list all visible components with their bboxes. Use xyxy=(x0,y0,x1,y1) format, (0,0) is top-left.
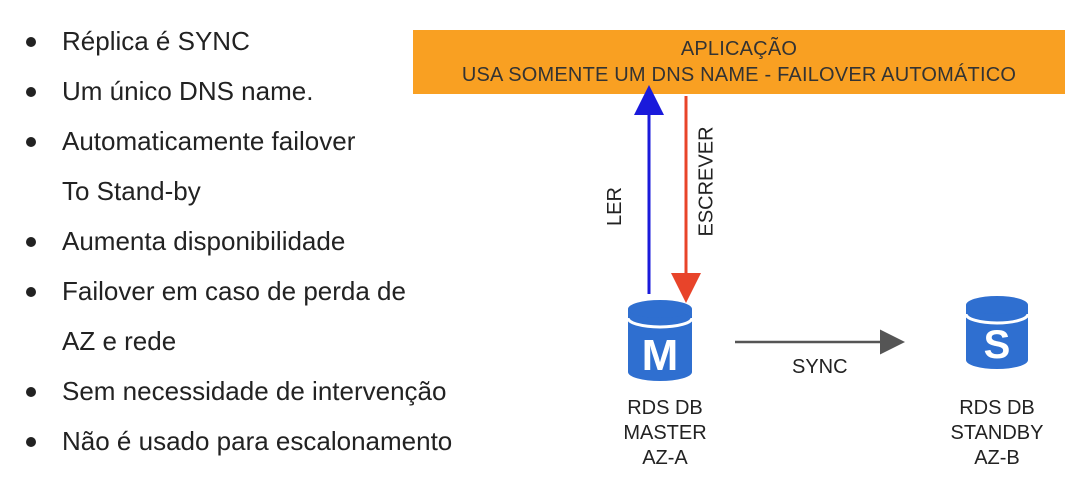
master-label: RDS DB MASTER AZ-A xyxy=(585,396,745,471)
list-item: Réplica é SYNC xyxy=(22,16,492,66)
standby-icon-letter: S xyxy=(984,323,1011,367)
list-item: Automaticamente failover xyxy=(22,116,492,166)
master-label-line2: MASTER xyxy=(623,422,707,444)
list-item: Failover em caso de perda de xyxy=(22,266,492,316)
standby-database-icon: S xyxy=(964,296,1030,369)
bullet-dot-icon xyxy=(26,87,36,97)
master-database-icon: M xyxy=(626,300,694,381)
bullet-dot-icon xyxy=(26,387,36,397)
bullet-dot-icon xyxy=(26,137,36,147)
list-item-text: AZ e rede xyxy=(62,326,177,356)
list-item-text: Um único DNS name. xyxy=(62,76,314,106)
master-label-line3: AZ-A xyxy=(642,447,688,469)
bullet-dot-icon xyxy=(26,237,36,247)
list-item-text: Automaticamente failover xyxy=(62,126,356,156)
read-label: LER xyxy=(603,187,626,226)
standby-label-line1: RDS DB xyxy=(959,397,1035,419)
list-item: Sem necessidade de intervenção xyxy=(22,366,492,416)
application-title: APLICAÇÃO xyxy=(680,38,798,60)
list-item-text: Réplica é SYNC xyxy=(62,26,250,56)
list-item-text: To Stand-by xyxy=(62,176,201,206)
standby-label-line2: STANDBY xyxy=(950,422,1044,444)
application-box: APLICAÇÃO USA SOMENTE UM DNS NAME - FAIL… xyxy=(413,30,1065,94)
bullet-dot-icon xyxy=(26,37,36,47)
list-item: Não é usado para escalonamento xyxy=(22,416,492,466)
master-label-line1: RDS DB xyxy=(627,397,703,419)
list-item-continuation: AZ e rede xyxy=(22,316,492,366)
bullet-dot-icon xyxy=(26,437,36,447)
list-item-text: Sem necessidade de intervenção xyxy=(62,376,447,406)
standby-label: RDS DB STANDBY AZ-B xyxy=(917,396,1077,471)
sync-label: SYNC xyxy=(792,356,848,378)
list-item: Aumenta disponibilidade xyxy=(22,216,492,266)
write-label: ESCREVER xyxy=(695,126,718,237)
list-item-text: Aumenta disponibilidade xyxy=(62,226,346,256)
bullet-dot-icon xyxy=(26,287,36,297)
application-subtitle: USA SOMENTE UM DNS NAME - FAILOVER AUTOM… xyxy=(461,64,1017,86)
feature-list: Réplica é SYNC Um único DNS name. Automa… xyxy=(22,16,492,466)
list-item-text: Não é usado para escalonamento xyxy=(62,426,453,456)
standby-label-line3: AZ-B xyxy=(974,447,1020,469)
master-icon-letter: M xyxy=(642,331,679,380)
list-item-text: Failover em caso de perda de xyxy=(62,276,406,306)
list-item-continuation: To Stand-by xyxy=(22,166,492,216)
list-item: Um único DNS name. xyxy=(22,66,492,116)
